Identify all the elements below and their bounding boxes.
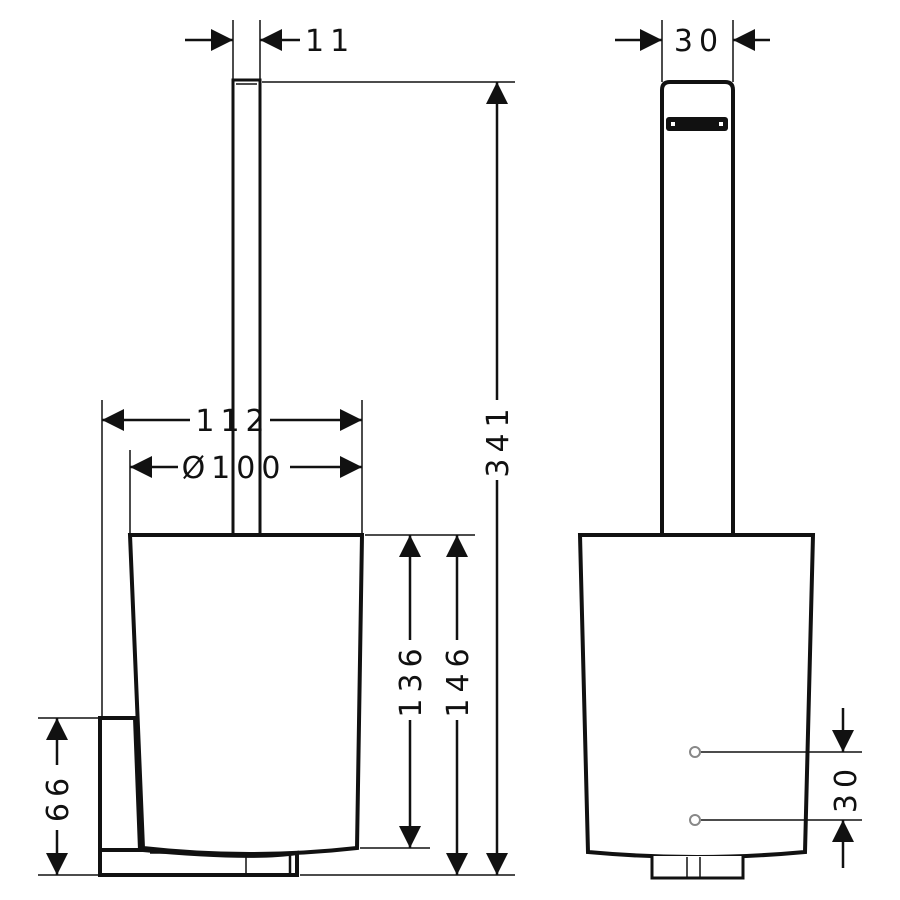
bowl-side — [577, 533, 816, 859]
mount-hole-lower — [689, 814, 701, 826]
side-view: 30 30 — [577, 20, 864, 880]
wall-bracket — [98, 716, 143, 852]
dim-bracket-height: 66 — [41, 772, 76, 822]
dim-total-height: 341 — [481, 402, 516, 477]
mount-hole-upper — [689, 746, 701, 758]
front-view: 11 341 112 Ø100 136 146 66 — [38, 20, 516, 877]
base-side — [650, 856, 745, 880]
dim-handle-width: 11 — [305, 24, 355, 59]
dim-bowl-outer-width: 112 — [195, 404, 270, 439]
bowl — [127, 533, 365, 856]
dim-bowl-diameter: Ø100 — [182, 451, 287, 486]
dim-handle-depth: 30 — [674, 24, 724, 59]
handle-clip — [666, 117, 728, 131]
brush-handle — [231, 78, 262, 535]
handle-side — [660, 80, 735, 535]
dim-hole-spacing: 30 — [829, 763, 864, 813]
dim-bowl-height: 136 — [394, 642, 429, 717]
dim-bowl-base-height: 146 — [441, 642, 476, 717]
